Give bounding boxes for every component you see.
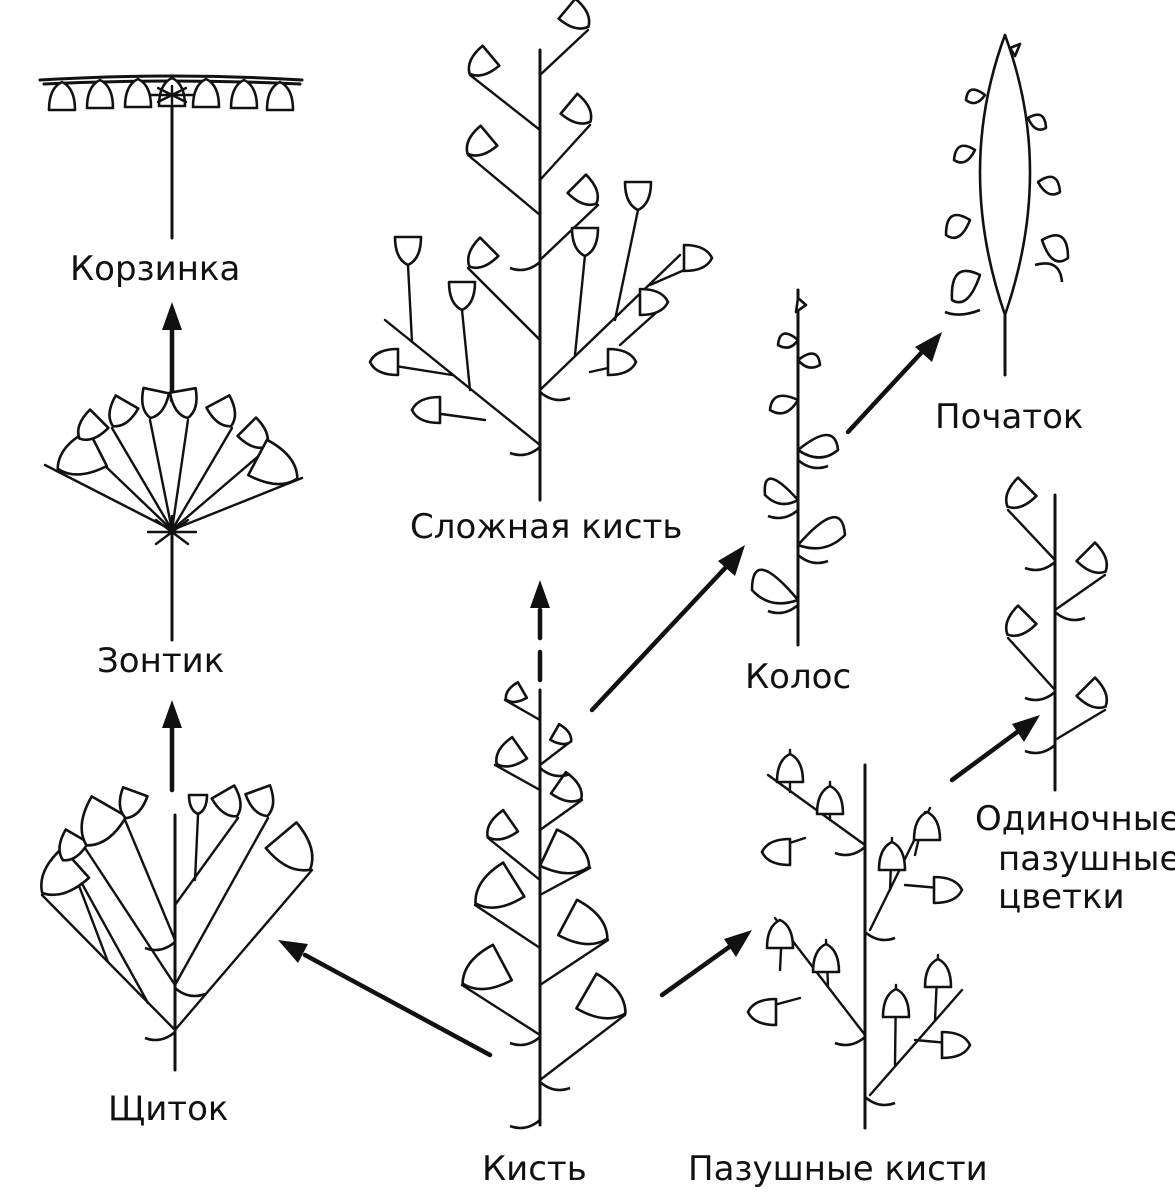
label-odinochnye-line2: пазушные [998,839,1175,879]
korzinka-figure [40,76,302,238]
label-zontik: Зонтик [97,641,224,681]
label-pochatok: Початок [935,397,1083,437]
label-korzinka: Корзинка [70,249,240,289]
arrow-kist-to-slozhnaya-kist [530,580,550,680]
arrow-zontik-to-korzinka [162,302,182,400]
label-odinochnye-line3: цветки [998,877,1125,917]
pazushnye-kisti-figure [748,750,970,1128]
pochatok-figure [945,35,1068,375]
label-kist: Кисть [482,1149,587,1189]
label-pazushnye-kisti: Пазушные кисти [688,1149,988,1189]
label-kolos: Колос [745,657,851,697]
arrow-shchitok-to-zontik [162,700,182,790]
label-slozhnaya-kist: Сложная кисть [410,507,682,547]
arrow-kist-to-shchitok [278,940,490,1055]
shchitok-figure [29,785,326,1070]
label-odinochnye-line1: Одиночные [975,799,1175,839]
odinochnye-figure [998,478,1115,790]
label-shchitok: Щиток [108,1089,228,1129]
kolos-figure [752,290,845,645]
slozhnaya-kist-figure [370,0,712,500]
arrow-pazushnye-to-odinochnye [952,715,1040,780]
arrow-kist-to-pazushnye-kisti [662,930,752,995]
arrow-kolos-to-pochatok [848,332,942,432]
zontik-figure [45,388,307,640]
kist-figure [453,682,635,1128]
arrow-kist-to-kolos [592,545,745,710]
